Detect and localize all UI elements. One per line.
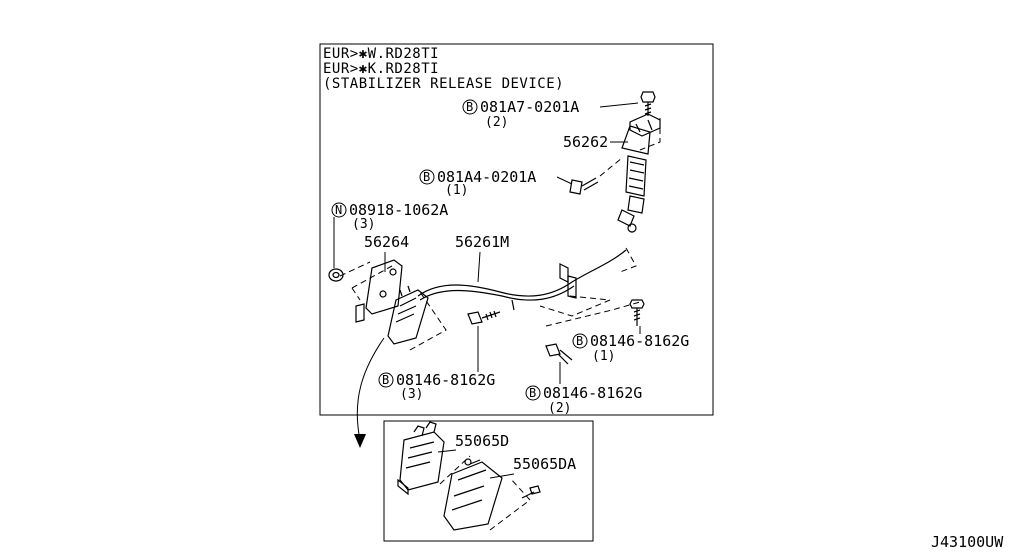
arrow-head-icon [354,434,366,448]
detail-frame [383,420,594,542]
bolt-08146-l-callout[interactable]: B 08146-8162G (3) [378,371,495,402]
part-qty: (2) [548,401,571,416]
main-frame [319,43,714,416]
part-qty: (1) [445,183,468,198]
bolt-08146-b-callout[interactable]: B 08146-8162G (2) [525,384,642,416]
part-number: 08146-8162G [590,332,689,350]
marker-letter: B [576,334,583,348]
bolt-right-icon [629,299,645,326]
part-56262-label[interactable]: 56262 [563,133,608,151]
part-number: 08918-1062A [349,201,448,219]
b-marker-icon [572,333,588,349]
detail-unit-icon [397,421,503,531]
nut-08918-callout[interactable]: N 08918-1062A (3) [331,201,448,232]
n-marker-icon [331,202,347,218]
bracket-assembly-icon [355,259,429,345]
part-qty: (3) [400,387,423,402]
part-number: 081A7-0201A [480,98,579,116]
part-55065d-label[interactable]: 55065D [455,432,509,450]
bolt-081a4-callout[interactable]: B 081A4-0201A (1) [419,168,536,198]
part-56261m-label[interactable]: 56261M [455,233,509,251]
b-marker-icon [419,169,435,185]
detail-arrow [356,337,385,441]
bolt-detail-icon [521,485,541,499]
part-qty: (3) [352,217,375,232]
marker-letter: B [382,373,389,387]
bolt-small-icon [569,177,599,195]
part-55065da-label[interactable]: 55065DA [513,455,576,473]
actuator-icon [617,113,661,233]
bolt-left-icon [467,310,501,325]
bolt-bottom-icon [545,343,573,365]
header-line-3: (STABILIZER RELEASE DEVICE) [323,76,564,92]
nut-icon [328,268,344,282]
b-marker-icon [525,385,541,401]
bolt-08146-r-callout[interactable]: B 08146-8162G (1) [572,332,689,364]
part-number: 08146-8162G [396,371,495,389]
bolt-top-icon [640,91,656,116]
marker-letter: B [529,386,536,400]
b-marker-icon [378,372,394,388]
marker-letter: B [466,100,473,114]
part-qty: (2) [485,115,508,130]
b-marker-icon [462,99,478,115]
part-number: 08146-8162G [543,384,642,402]
header-line-1: EUR>✱W.RD28TI [323,46,439,62]
marker-letter: B [423,170,430,184]
part-56264-label[interactable]: 56264 [364,233,409,251]
harness-clip-icon [511,263,577,311]
part-qty: (1) [592,349,615,364]
header-line-2: EUR>✱K.RD28TI [323,61,439,77]
harness-cable-icon [417,249,627,297]
part-number: 081A4-0201A [437,168,536,186]
diagram-code: J43100UW [931,533,1004,551]
bolt-081a7-callout[interactable]: B 081A7-0201A (2) [462,98,579,130]
marker-letter: N [335,203,342,217]
